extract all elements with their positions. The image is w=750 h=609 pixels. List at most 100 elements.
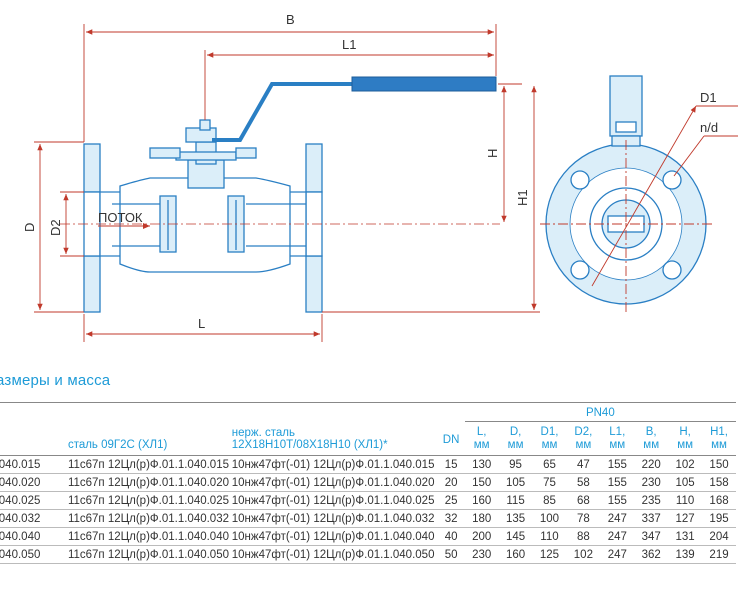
cell-dim-value: 230	[634, 473, 669, 492]
cell-dim-value: 100	[532, 509, 567, 528]
cell-dim-value: 75	[532, 473, 567, 492]
cell-dim-value: 235	[634, 491, 669, 510]
col-dim-unit: мм	[643, 439, 660, 451]
cell-code: .1.040.040	[0, 527, 68, 546]
cell-dim-value: 155	[600, 455, 635, 474]
col-dim-name: D,	[509, 426, 522, 438]
flow-label: ПОТОК	[98, 210, 143, 225]
col-stainless-line2: 12Х18Н10Т/08Х18Н10 (ХЛ1)*	[231, 439, 388, 451]
cell-dim-value: 160	[464, 491, 499, 510]
cell-dim-value: 110	[668, 491, 703, 510]
cell-steel: 11с67п 12Цл(р)Ф.01.1.040.015	[67, 455, 232, 474]
col-dim-unit: мм	[711, 439, 727, 451]
cell-dim-value: 160	[498, 545, 533, 564]
dim-L: L	[198, 316, 205, 331]
col-dim-header: B,мм	[634, 424, 669, 456]
cell-dn: 40	[437, 527, 465, 546]
cell-dim-value: 95	[498, 455, 533, 474]
cell-steel: 11с67п 12Цл(р)Ф.01.1.040.050	[67, 545, 232, 564]
cell-dn: 32	[437, 509, 465, 528]
cell-dim-value: 150	[464, 473, 499, 492]
bolt-hole	[662, 260, 682, 280]
bolt-hole	[570, 260, 590, 280]
col-dim-name: H,	[679, 426, 691, 438]
cell-dim-value: 102	[566, 545, 601, 564]
cell-steel: 11с67п 12Цл(р)Ф.01.1.040.020	[67, 473, 232, 492]
cell-dim-value: 135	[498, 509, 533, 528]
col-code-header	[0, 424, 68, 456]
cell-steel: 11с67п 12Цл(р)Ф.01.1.040.040	[67, 527, 232, 546]
cell-dim-value: 78	[566, 509, 601, 528]
valve-body	[119, 177, 291, 273]
cell-stainless: 10нж47фт(-01) 12Цл(р)Ф.01.1.040.025	[231, 491, 438, 510]
cell-dim-value: 204	[702, 527, 736, 546]
cell-dim-value: 219	[702, 545, 736, 564]
dim-H1: H1	[515, 189, 530, 206]
cell-dim-value: 85	[532, 491, 567, 510]
col-dim-header: D1,мм	[532, 424, 567, 456]
cell-dim-value: 110	[532, 527, 567, 546]
cell-dim-value: 65	[532, 455, 567, 474]
cell-steel: 11с67п 12Цл(р)Ф.01.1.040.025	[67, 491, 232, 510]
cell-dim-value: 180	[464, 509, 499, 528]
cell-dim-value: 362	[634, 545, 669, 564]
cell-code: .1.040.050	[0, 545, 68, 564]
dim-D: D	[22, 223, 37, 232]
cell-dim-value: 139	[668, 545, 703, 564]
col-dim-name: D2,	[574, 426, 593, 438]
cell-dn: 20	[437, 473, 465, 492]
cell-dim-value: 125	[532, 545, 567, 564]
section-title: азмеры и масса	[0, 372, 111, 389]
dimension-lines	[34, 24, 540, 342]
cell-code: .1.040.032	[0, 509, 68, 528]
col-dim-header: H1,мм	[702, 424, 736, 456]
col-dim-name: D1,	[540, 426, 559, 438]
cell-dim-value: 195	[702, 509, 736, 528]
cell-dn: 50	[437, 545, 465, 564]
col-dim-name: H1,	[710, 426, 728, 438]
cell-dim-value: 145	[498, 527, 533, 546]
cell-dim-value: 247	[600, 527, 635, 546]
dim-L1: L1	[342, 37, 356, 52]
col-dn-header: DN	[437, 424, 465, 456]
cell-stainless: 10нж47фт(-01) 12Цл(р)Ф.01.1.040.040	[231, 527, 438, 546]
bolt-hole	[570, 170, 590, 190]
cell-dim-value: 105	[498, 473, 533, 492]
cell-stainless: 10нж47фт(-01) 12Цл(р)Ф.01.1.040.032	[231, 509, 438, 528]
cell-dim-value: 155	[600, 473, 635, 492]
col-dim-header: H,мм	[668, 424, 703, 456]
dim-nd: n/d	[700, 120, 718, 135]
cell-code: .1.040.020	[0, 473, 68, 492]
right-flange	[305, 143, 323, 193]
cell-steel: 11с67п 12Цл(р)Ф.01.1.040.032	[67, 509, 232, 528]
col-dim-unit: мм	[473, 439, 490, 451]
cell-dim-value: 337	[634, 509, 669, 528]
handle-grip	[351, 76, 497, 92]
valve-drawing: ПОТОК B L1 H H1 D D2 L	[22, 12, 738, 342]
valve-side-view	[83, 119, 323, 313]
cell-code: .1.040.025	[0, 491, 68, 510]
dim-H: H	[485, 149, 500, 158]
cell-stainless: 10нж47фт(-01) 12Цл(р)Ф.01.1.040.015	[231, 455, 438, 474]
left-flange	[83, 143, 101, 193]
cell-dim-value: 130	[464, 455, 499, 474]
table-header-row-1: PN40	[0, 402, 736, 424]
col-dim-unit: мм	[677, 439, 693, 451]
cell-dim-value: 168	[702, 491, 736, 510]
col-dim-name: L,	[476, 426, 487, 438]
col-dim-header: D2,мм	[566, 424, 601, 456]
cell-dim-value: 131	[668, 527, 703, 546]
cell-dim-value: 347	[634, 527, 669, 546]
cell-dim-value: 230	[464, 545, 499, 564]
cell-dim-value: 155	[600, 491, 635, 510]
cell-dim-value: 68	[566, 491, 601, 510]
col-dim-name: L1,	[609, 426, 626, 438]
